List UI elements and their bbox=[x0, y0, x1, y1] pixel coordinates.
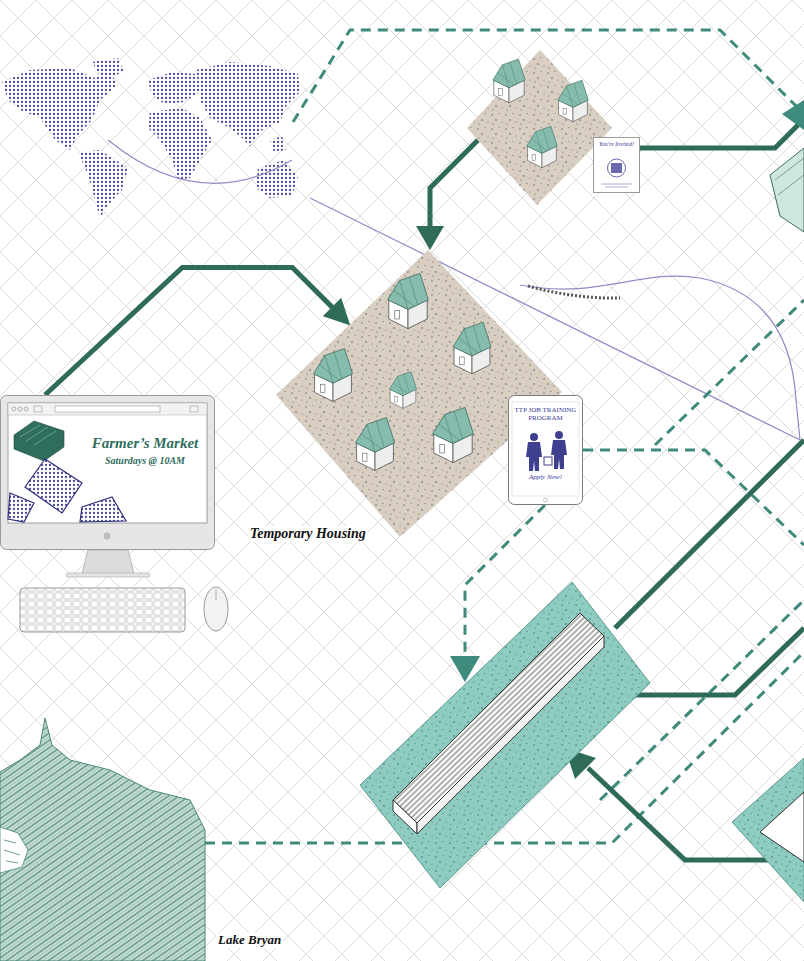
tablet-button: Apply Now! bbox=[529, 474, 562, 482]
screen-subheading: Saturdays @ 10AM bbox=[105, 455, 185, 467]
lake-label: Lake Bryan bbox=[216, 933, 283, 948]
tablet-device: TTP JOB TRAINING PROGRAM Apply Now! bbox=[508, 395, 583, 505]
flow-arrowhead bbox=[416, 226, 444, 250]
lake-shape bbox=[0, 715, 205, 961]
area-label: Temporary Housing bbox=[248, 526, 368, 542]
flow-arrow bbox=[45, 267, 339, 395]
world-map bbox=[2, 58, 300, 218]
invitation-card: You're Invited! bbox=[593, 137, 640, 193]
flow-arrowhead bbox=[782, 100, 804, 130]
dashed-routes bbox=[205, 30, 804, 843]
housing-pad bbox=[467, 50, 612, 205]
screen-heading: Farmer’s Market bbox=[92, 435, 199, 452]
lake-map: Lake Bryan bbox=[0, 715, 205, 961]
computer-peripherals bbox=[20, 550, 228, 632]
corner-structure bbox=[732, 758, 804, 902]
monitor-shape bbox=[0, 395, 215, 550]
tablet-heading: TTP JOB TRAINING PROGRAM bbox=[514, 406, 578, 422]
training-building bbox=[360, 582, 650, 888]
greenhouse-structure bbox=[770, 148, 804, 232]
monitor-screen: Farmer’s MarketSaturdays @ 10AM bbox=[0, 395, 215, 550]
card-heading: You're Invited! bbox=[599, 141, 634, 148]
